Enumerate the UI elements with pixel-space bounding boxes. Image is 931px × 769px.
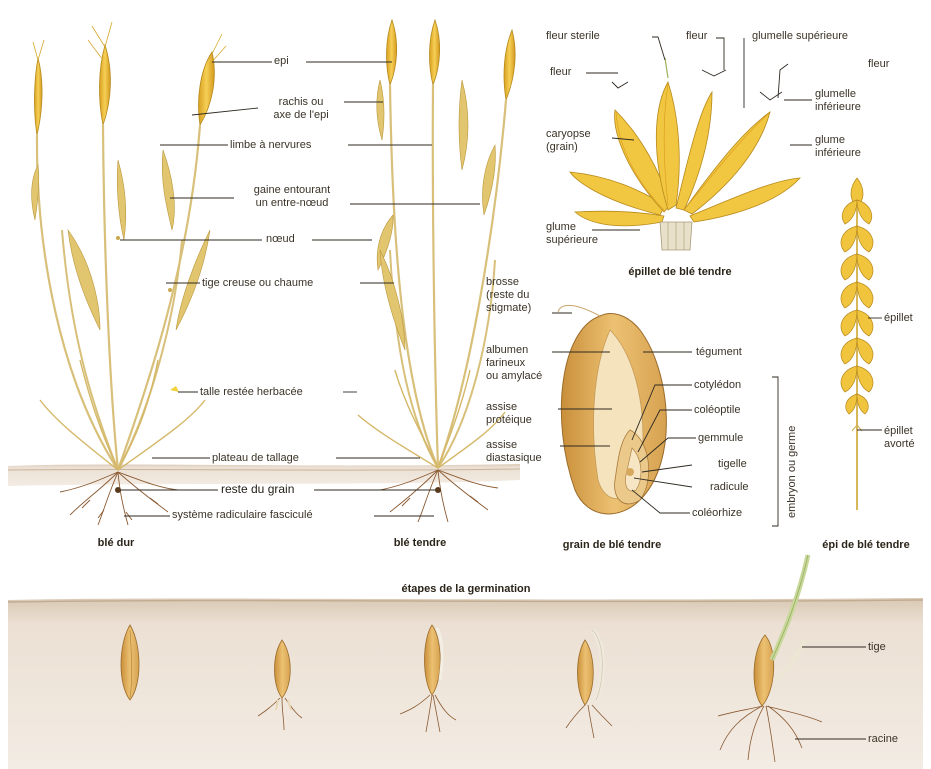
ble-dur-plant: [32, 22, 226, 525]
embryon-bracket: [772, 377, 778, 526]
label-coleoptile: coléoptile: [694, 404, 740, 417]
label-glumelle-inferieure: glumelle inférieure: [815, 88, 861, 114]
label-tige-creuse: tige creuse ou chaume: [202, 277, 313, 290]
label-tegument: tégument: [696, 346, 742, 359]
label-caryopse: caryopse (grain): [546, 128, 591, 154]
label-epillet-avorte: épillet avorté: [884, 425, 915, 451]
label-rachis: rachis ou axe de l'epi: [273, 96, 328, 122]
spike: [504, 30, 515, 100]
label-plateau: plateau de tallage: [212, 452, 299, 465]
label-systeme-radiculaire: système radiculaire fasciculé: [172, 509, 313, 522]
spike: [386, 20, 396, 85]
caption-ble-dur: blé dur: [98, 537, 135, 549]
spike: [33, 40, 44, 135]
label-gaine: gaine entourant un entre-nœud: [254, 184, 330, 210]
label-tigelle: tigelle: [718, 458, 747, 471]
spike: [199, 34, 227, 125]
label-assise-diastasique: assise diastasique: [486, 439, 542, 465]
label-tige: tige: [868, 641, 886, 654]
label-glumelle-superieure: glumelle supérieure: [752, 30, 848, 43]
caption-ble-tendre: blé tendre: [394, 537, 447, 549]
label-fleur-sterile: fleur sterile: [546, 30, 600, 43]
ear: [841, 178, 873, 510]
label-assise-proteique: assise protéique: [486, 401, 532, 427]
label-albumen: albumen farineux ou amylacé: [486, 344, 542, 383]
caption-grain-ble-tendre: grain de blé tendre: [563, 539, 661, 551]
label-fleur-top: fleur: [686, 30, 707, 43]
label-glume-inferieure: glume inférieure: [815, 134, 861, 160]
label-brosse: brosse (reste du stigmate): [486, 276, 531, 315]
label-epillet: épillet: [884, 312, 913, 325]
label-epi: epi: [274, 55, 289, 68]
spike: [429, 20, 439, 85]
label-gemmule: gemmule: [698, 432, 743, 445]
caption-epillet-ble-tendre: épillet de blé tendre: [628, 266, 731, 278]
label-noeud: nœud: [266, 233, 295, 246]
label-limbe: limbe à nervures: [230, 139, 311, 152]
label-embryon: embryon ou germe: [786, 426, 798, 518]
label-coleorhize: coléorhize: [692, 507, 742, 520]
spike: [88, 22, 112, 125]
caption-etapes-germination: étapes de la germination: [402, 583, 531, 595]
label-racine: racine: [868, 733, 898, 746]
label-fleur-left: fleur: [550, 66, 571, 79]
label-reste-grain: reste du grain: [221, 483, 294, 496]
label-radicule: radicule: [710, 481, 749, 494]
label-talle: talle restée herbacée: [200, 386, 303, 399]
label-cotyledon: cotylédon: [694, 379, 741, 392]
caption-epi-ble-tendre: épi de blé tendre: [822, 539, 909, 551]
grain-section: [558, 305, 666, 514]
label-fleur-right: fleur: [868, 58, 889, 71]
label-glume-superieure: glume supérieure: [546, 221, 598, 247]
spikelet: [570, 58, 800, 250]
